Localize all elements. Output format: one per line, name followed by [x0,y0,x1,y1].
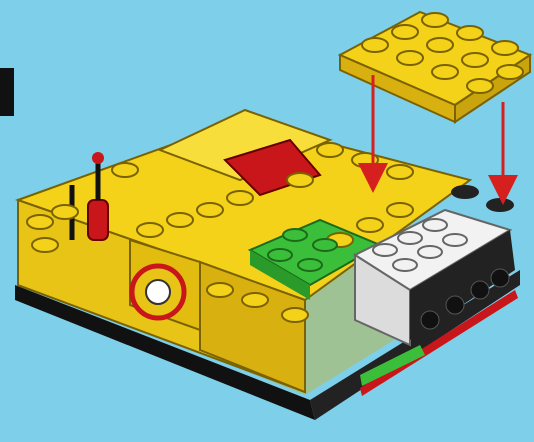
gear-sticker [132,266,184,318]
